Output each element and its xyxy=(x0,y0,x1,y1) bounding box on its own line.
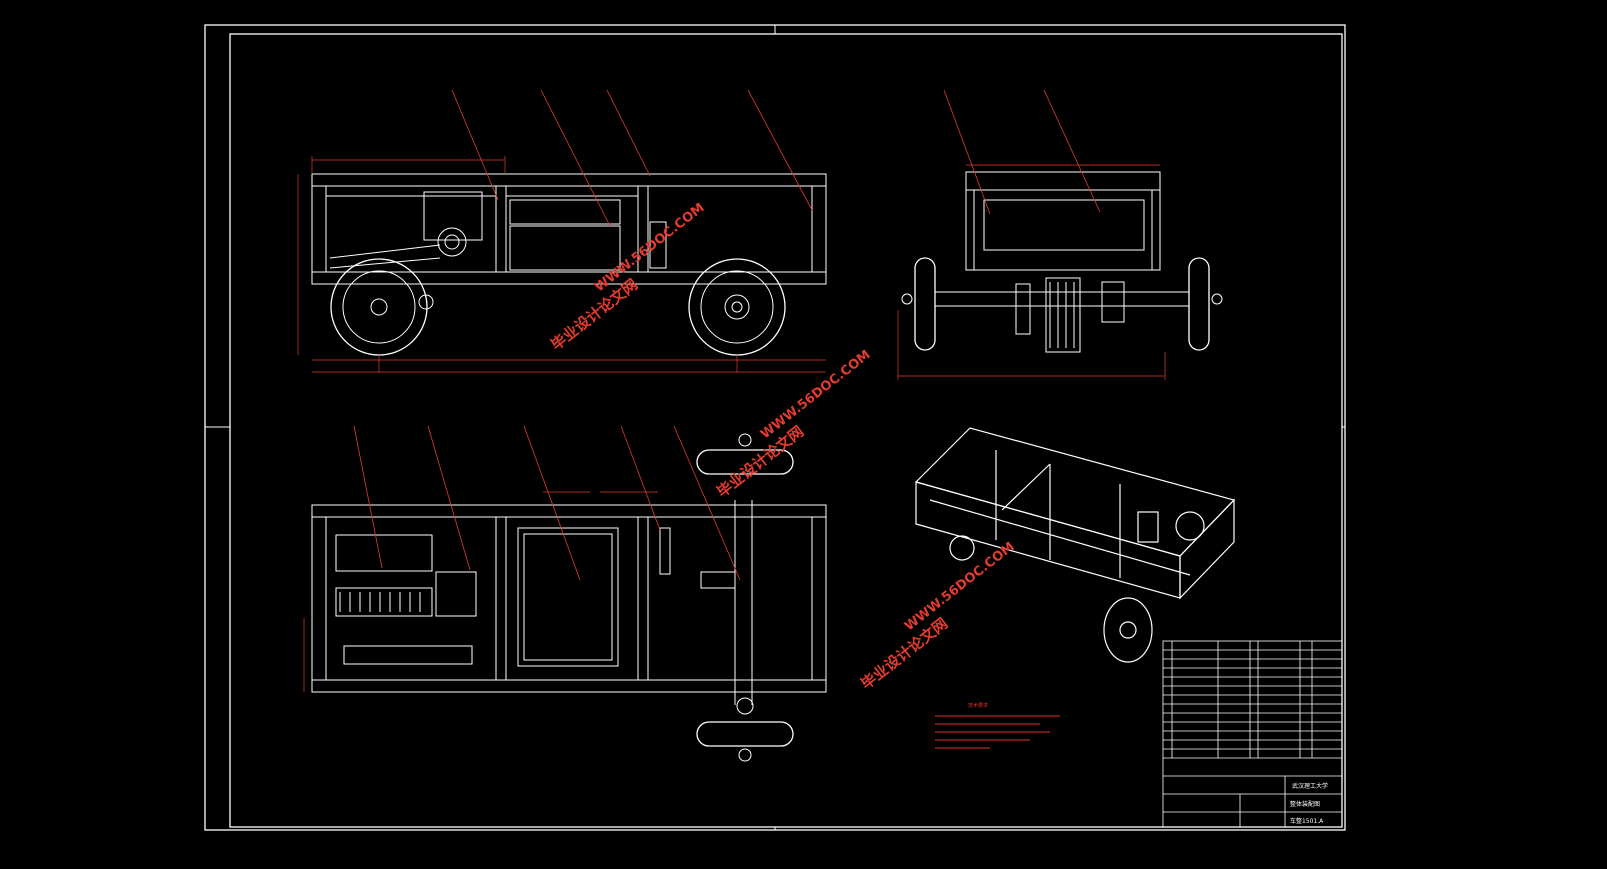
drawing-number: 车整1501.A xyxy=(1290,817,1324,825)
watermark-url-text: WWW.56DOC.COM xyxy=(592,200,707,295)
title-block xyxy=(1162,640,1343,828)
drawing-name: 整体装配图 xyxy=(1290,800,1320,808)
watermark-2: 毕业设计论文网 WWW.56DOC.COM xyxy=(713,347,873,501)
technical-notes: 技术要求 xyxy=(935,702,1060,749)
watermark-url-text: WWW.56DOC.COM xyxy=(902,539,1017,634)
school-name: 武汉理工大学 xyxy=(1292,782,1328,790)
watermark-url-text: WWW.56DOC.COM xyxy=(758,347,873,442)
front-view xyxy=(311,173,827,356)
front-view-dimensions xyxy=(297,156,826,373)
top-view-dimensions xyxy=(303,491,658,692)
sheet-frame xyxy=(204,24,1346,831)
leader-lines xyxy=(353,89,1101,581)
notes-title: 技术要求 xyxy=(968,702,988,709)
side-view-dimensions xyxy=(897,164,1166,380)
isometric-view xyxy=(914,427,1236,663)
watermark-3: 毕业设计论文网 WWW.56DOC.COM xyxy=(857,539,1017,693)
title-block-text: 武汉理工大学 整体装配图 车整1501.A xyxy=(1290,782,1328,825)
top-view xyxy=(311,433,827,762)
side-view xyxy=(901,171,1223,353)
